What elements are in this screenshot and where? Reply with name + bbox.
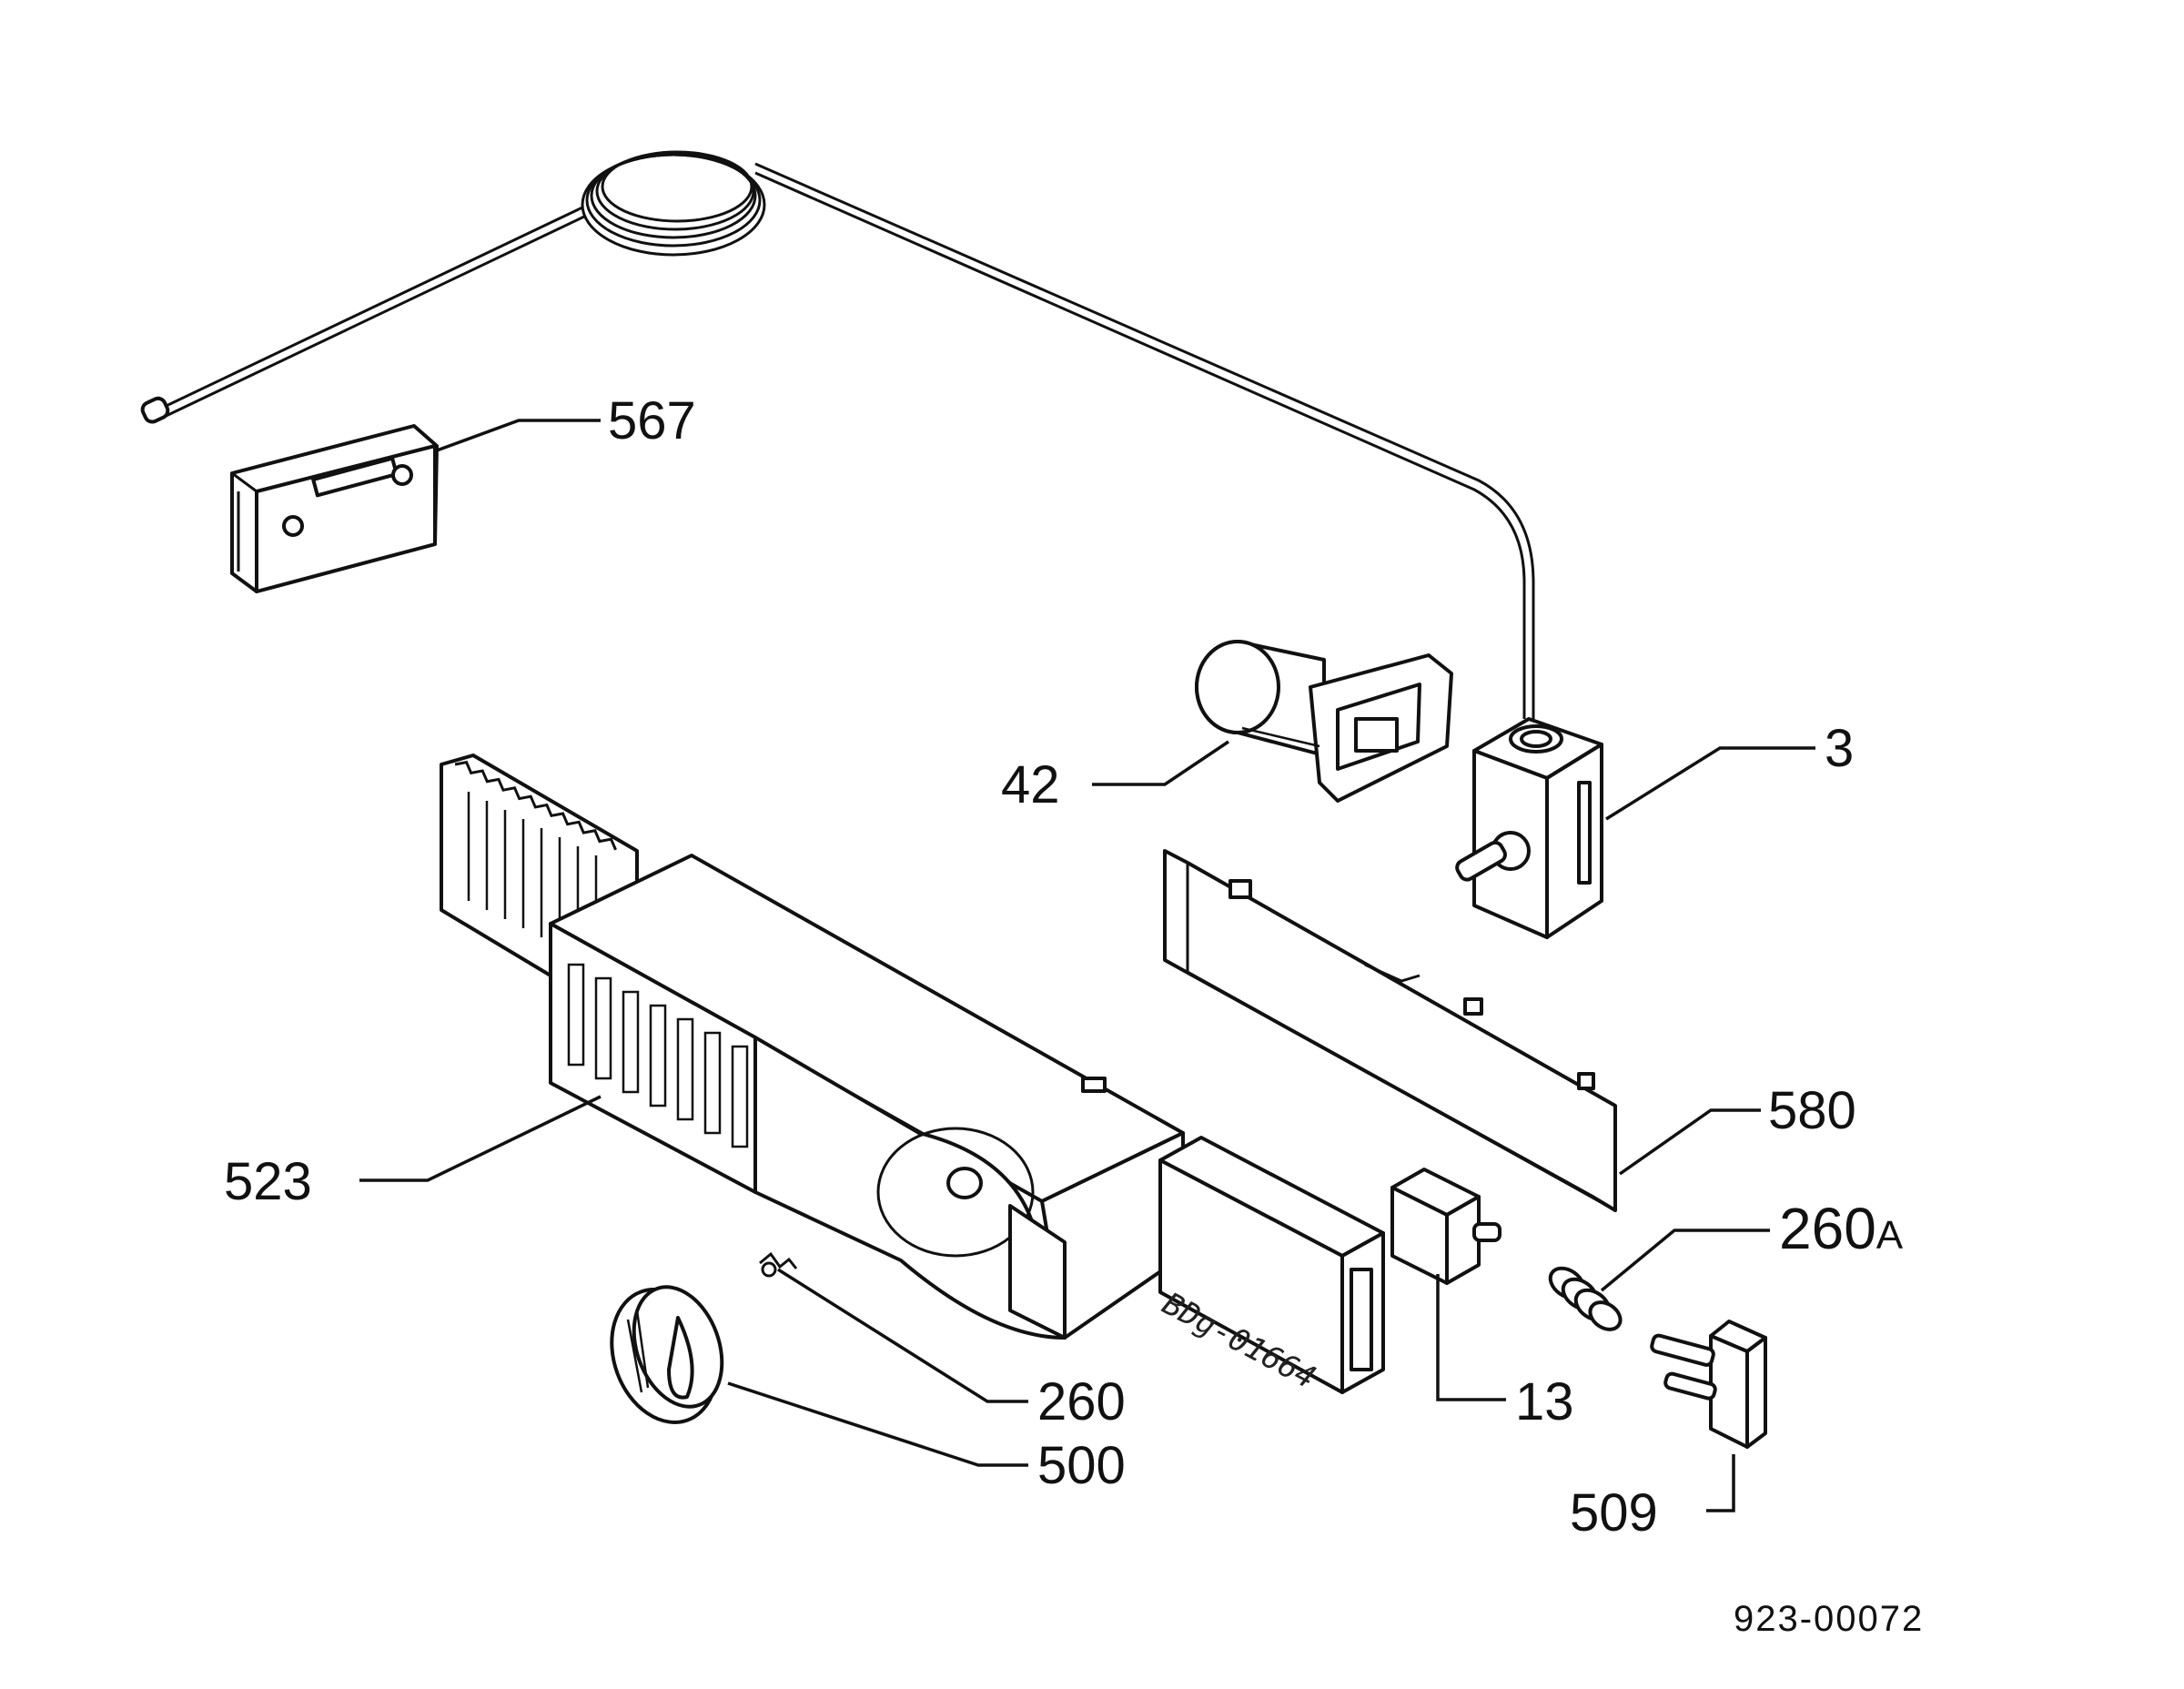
callout-500: 500: [1037, 1436, 1126, 1495]
capillary-tube: [140, 150, 1535, 719]
callout-13: 13: [1515, 1372, 1574, 1431]
callout-260a-number: 260: [1779, 1196, 1876, 1261]
part-523-housing: [440, 753, 1185, 1340]
part-580-cover-panel: [1163, 849, 1617, 1212]
callout-567: 567: [608, 391, 696, 450]
callout-523: 523: [224, 1152, 312, 1211]
part-switch-block: [1158, 1136, 1385, 1394]
drawing-number: 923-00072: [1734, 1599, 1924, 1639]
part-500-knob: [610, 1285, 724, 1424]
callout-260: 260: [1037, 1372, 1126, 1431]
part-260-clip: [759, 1251, 798, 1278]
callout-3: 3: [1825, 719, 1854, 778]
callout-260a: 260A: [1779, 1196, 1904, 1261]
callout-580: 580: [1768, 1081, 1856, 1140]
part-567-clip: [230, 424, 439, 593]
part-13-switch: [1390, 1168, 1502, 1285]
part-509-bracket: [1650, 1320, 1767, 1449]
callout-260a-suffix: A: [1876, 1213, 1904, 1258]
callout-42: 42: [1001, 755, 1060, 814]
part-3-thermostat: [1455, 717, 1603, 939]
part-42-lamp-holder: [1195, 640, 1453, 803]
part-260a-spring: [1548, 1266, 1623, 1331]
callout-509: 509: [1570, 1483, 1658, 1542]
leader-lines: [359, 419, 1815, 1512]
